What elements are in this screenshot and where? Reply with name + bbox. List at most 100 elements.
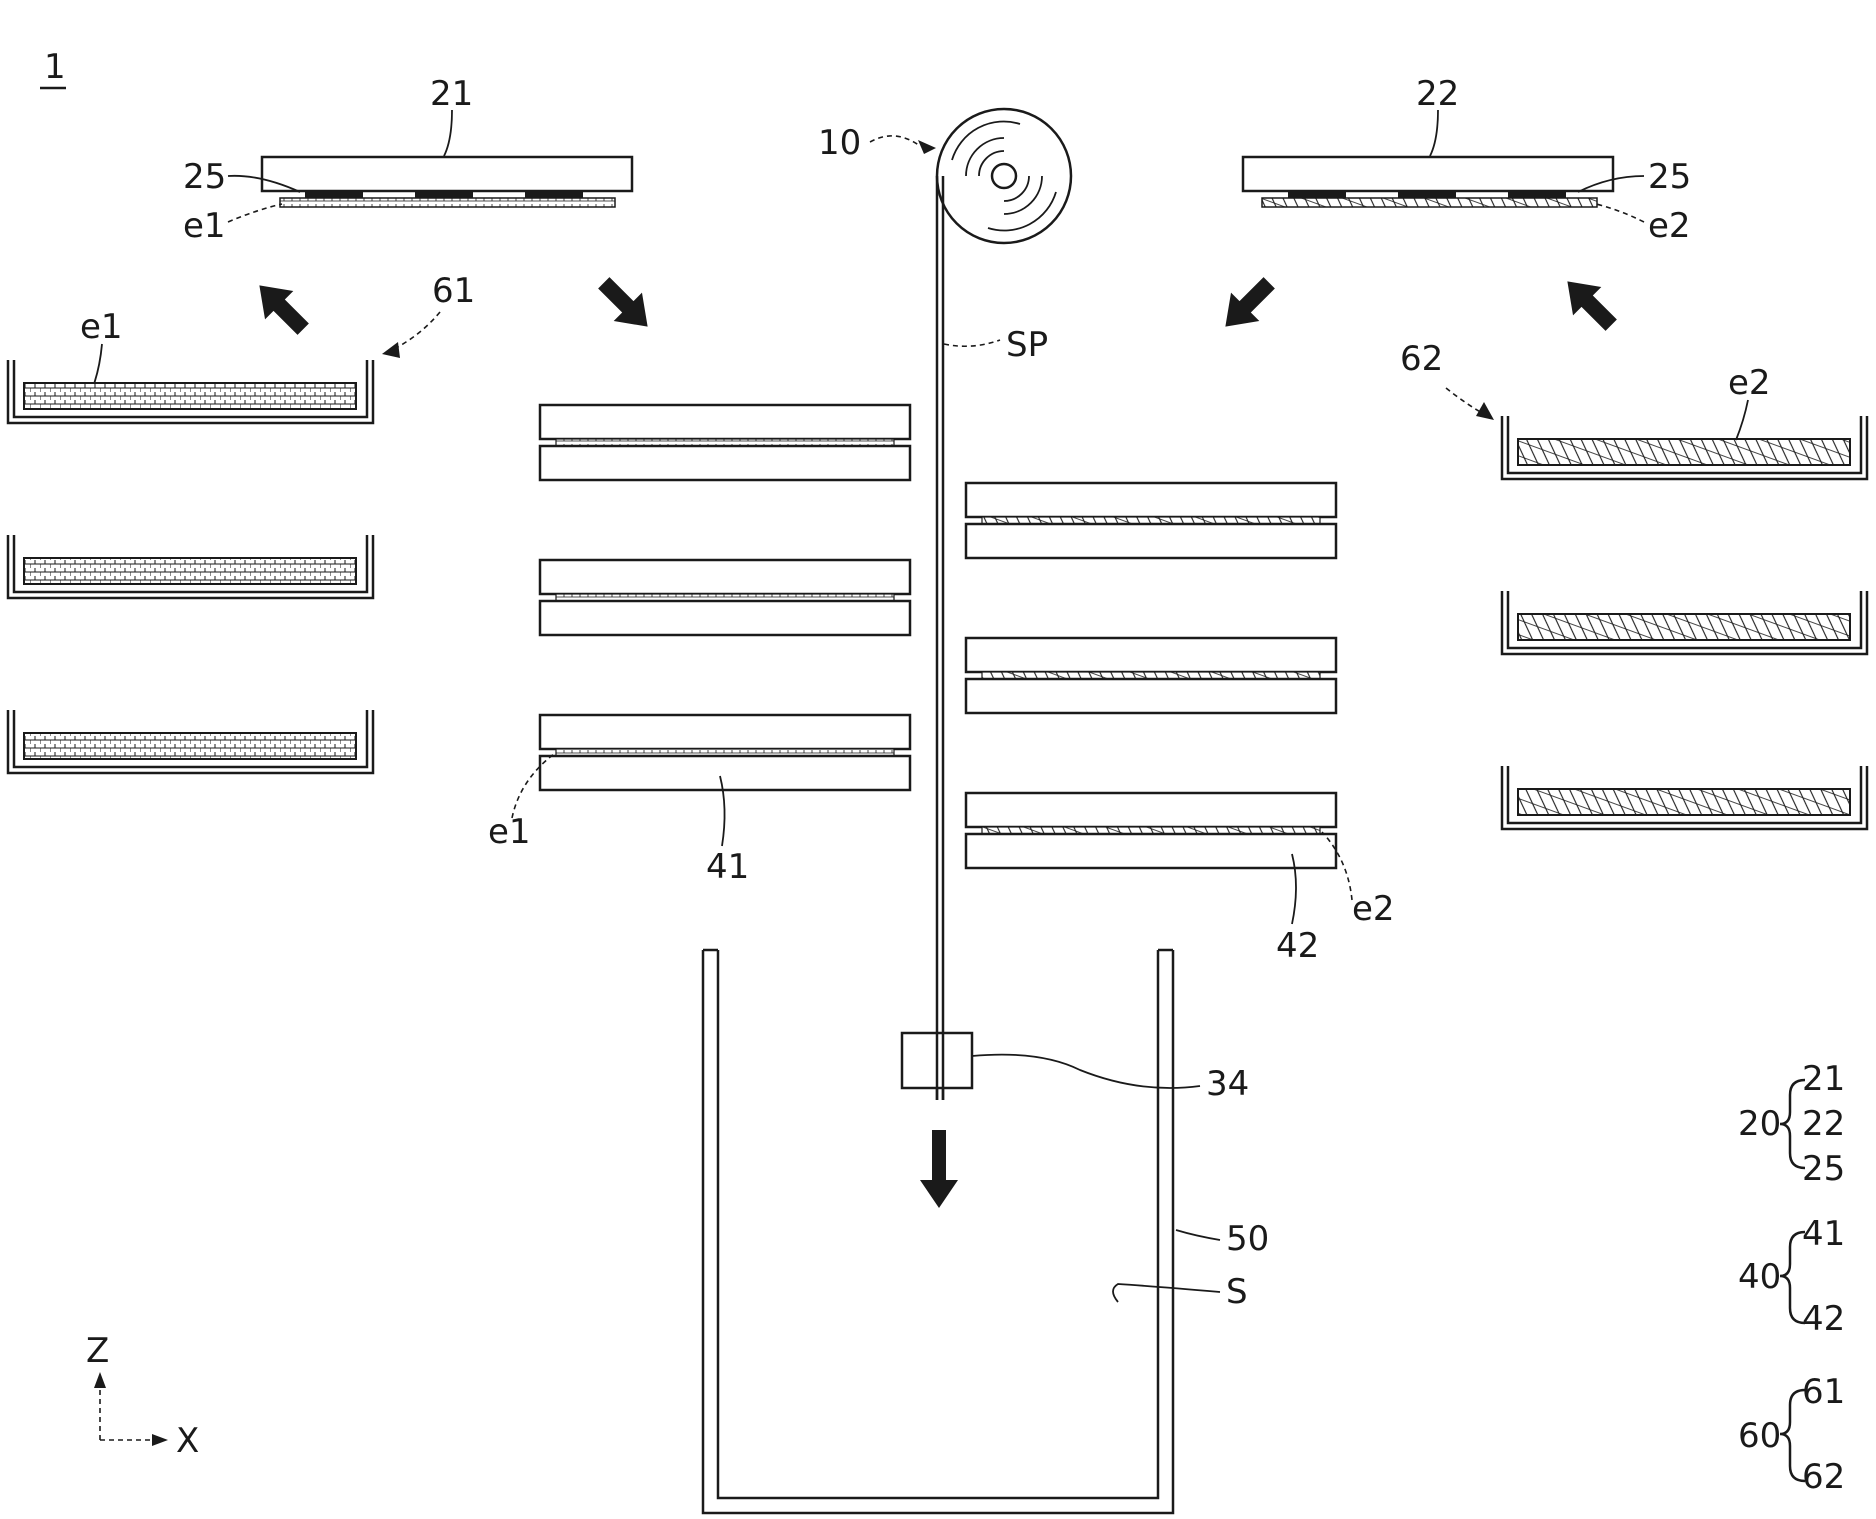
- head-22-electrode-e2: [1262, 198, 1597, 207]
- label-e1-top: e1: [183, 206, 226, 246]
- arrow-up-left-bath: [245, 271, 317, 343]
- roll-winding-1: [966, 138, 1042, 214]
- label-42: 42: [1276, 926, 1319, 966]
- label-50: 50: [1226, 1219, 1269, 1259]
- press-41-2-lower: [540, 601, 910, 635]
- legend-60-member-1: 61: [1802, 1372, 1845, 1412]
- head-21-pad-2: [415, 190, 473, 198]
- leader-sp: [944, 340, 1000, 346]
- axis-x-label: X: [176, 1421, 199, 1461]
- leader-e1-bath: [94, 344, 102, 384]
- axis-z-label: Z: [86, 1331, 109, 1371]
- label-41: 41: [706, 847, 749, 887]
- label-25-right: 25: [1648, 157, 1691, 197]
- legend-20-member-3: 25: [1802, 1149, 1845, 1189]
- head-21-electrode-e1: [280, 198, 615, 207]
- arrow-down-icon: [920, 1130, 958, 1208]
- head-21-pad-1: [305, 190, 363, 198]
- leader-e1-top: [228, 204, 282, 222]
- leader-62: [1446, 388, 1484, 414]
- gripper-34: 34: [902, 1033, 1249, 1208]
- head-21-body: [262, 157, 632, 191]
- axis-x-arrowhead: [152, 1434, 168, 1446]
- label-e2-press: e2: [1352, 889, 1395, 929]
- bath-62-3-e2: [1518, 789, 1850, 815]
- bath-61-2-e1: [24, 558, 356, 584]
- legend-20-group: 20: [1738, 1104, 1781, 1144]
- press-42-3-lower: [966, 834, 1336, 868]
- label-s: S: [1226, 1272, 1248, 1312]
- press-41-1-upper: [540, 405, 910, 439]
- legend-group-20: 20 21 22 25: [1738, 1059, 1845, 1189]
- leader-61: [392, 312, 440, 350]
- head-22-pad-1: [1288, 190, 1346, 198]
- legend-40-group: 40: [1738, 1257, 1781, 1297]
- transfer-head-21: 21 25 e1: [183, 74, 632, 246]
- bath-group-61: e1 61: [8, 271, 475, 773]
- leader-e2-bath: [1736, 400, 1748, 440]
- leader-34: [972, 1055, 1200, 1088]
- legend-60-group: 60: [1738, 1416, 1781, 1456]
- press-42-2-upper: [966, 638, 1336, 672]
- head-22-pad-2: [1398, 190, 1456, 198]
- bath-62-1-e2: [1518, 439, 1850, 465]
- head-22-body: [1243, 157, 1613, 191]
- press-41-2-upper: [540, 560, 910, 594]
- tank-50: 50 S: [703, 950, 1269, 1513]
- label-22: 22: [1416, 74, 1459, 114]
- figure-ref-number: 1: [44, 47, 66, 87]
- legend-group-40: 40 41 42: [1738, 1214, 1845, 1339]
- leader-10-arrowhead: [918, 140, 936, 154]
- label-e1-press: e1: [488, 812, 531, 852]
- label-61: 61: [432, 271, 475, 311]
- axis-indicator: Z X: [86, 1331, 199, 1461]
- press-41-3-lower: [540, 756, 910, 790]
- legend-group-60: 60 61 62: [1738, 1372, 1845, 1497]
- press-42-1-upper: [966, 483, 1336, 517]
- roll-outer: [937, 109, 1071, 243]
- figure-ref: 1: [40, 47, 66, 88]
- leader-21: [444, 110, 452, 156]
- bath-group-62: e2 62: [1400, 339, 1867, 829]
- leader-10: [870, 136, 920, 146]
- arrow-down-left-press: [1211, 269, 1283, 341]
- axis-z-arrowhead: [94, 1372, 106, 1388]
- label-25-left: 25: [183, 157, 226, 197]
- roll-hub: [992, 164, 1016, 188]
- press-42-1-lower: [966, 524, 1336, 558]
- label-10: 10: [818, 123, 861, 163]
- press-41-3-upper: [540, 715, 910, 749]
- label-21: 21: [430, 74, 473, 114]
- leader-e2-top: [1596, 204, 1644, 222]
- roll-winding-2: [979, 151, 1029, 201]
- label-e1-bath: e1: [80, 307, 123, 347]
- legend-40-member-1: 41: [1802, 1214, 1845, 1254]
- press-42-3-upper: [966, 793, 1336, 827]
- legend-20-member-1: 21: [1802, 1059, 1845, 1099]
- legend-40-member-2: 42: [1802, 1299, 1845, 1339]
- press-42-2-lower: [966, 679, 1336, 713]
- head-21-pad-3: [525, 190, 583, 198]
- bath-61-3-e1: [24, 733, 356, 759]
- label-62: 62: [1400, 339, 1443, 379]
- legend-60-member-2: 62: [1802, 1457, 1845, 1497]
- press-group-42: e2 42: [966, 483, 1395, 966]
- label-sp: SP: [1006, 325, 1048, 365]
- label-e2-bath: e2: [1728, 363, 1771, 403]
- leader-s: [1113, 1284, 1220, 1302]
- head-22-pad-3: [1508, 190, 1566, 198]
- bath-61-1-e1: [24, 383, 356, 409]
- transfer-head-22: 22 25 e2: [1243, 74, 1691, 246]
- press-41-1-lower: [540, 446, 910, 480]
- label-e2-top: e2: [1648, 206, 1691, 246]
- leader-22: [1430, 110, 1438, 156]
- arrow-down-right-press: [590, 269, 662, 341]
- leader-50: [1176, 1230, 1220, 1240]
- leader-61-arrowhead: [382, 342, 400, 358]
- press-group-41: e1 41: [488, 405, 910, 887]
- legend-20-member-2: 22: [1802, 1104, 1845, 1144]
- label-34: 34: [1206, 1064, 1249, 1104]
- bath-62-2-e2: [1518, 614, 1850, 640]
- arrow-up-left-head: [1553, 267, 1625, 339]
